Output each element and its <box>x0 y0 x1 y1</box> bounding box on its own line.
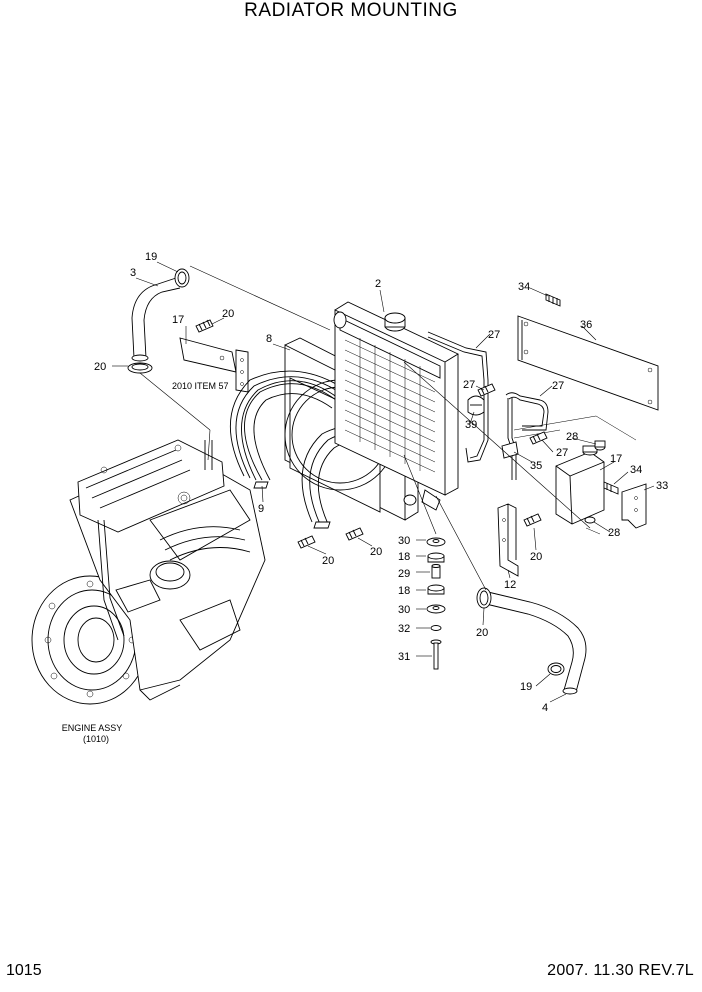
callout-20-e: 27 <box>463 379 475 391</box>
mount-washer-30-a <box>426 537 446 547</box>
bracket-10 <box>497 503 519 577</box>
callout-9: 9 <box>258 503 264 515</box>
callout-20-c: 20 <box>370 546 382 558</box>
callout-28-a: 28 <box>566 431 578 443</box>
callout-19-upper: 20 <box>94 361 106 373</box>
callout-30-a: 30 <box>398 535 410 547</box>
callout-17-b: 18 <box>398 585 410 597</box>
page-number: 1015 <box>6 962 42 979</box>
callout-12: 17 <box>610 453 622 465</box>
upper-hose <box>131 277 181 362</box>
engine-assy-ref: (1010) <box>83 734 109 744</box>
mount-rubber-17-b <box>427 584 445 595</box>
bolt-20-f <box>529 431 548 445</box>
revision-date: 2007. 11.30 REV.7L <box>547 962 694 979</box>
callout-3: 3 <box>130 267 136 279</box>
hose-clamp-18-lower <box>547 662 565 676</box>
leader-lines <box>112 261 655 703</box>
lower-hose-4 <box>485 591 587 695</box>
callout-34-a: 34 <box>518 281 530 293</box>
bolt-20-e <box>477 383 496 397</box>
bolt-20-b <box>297 535 316 549</box>
cap-28-a <box>594 440 606 451</box>
bolt-34-b <box>603 481 619 495</box>
callout-20-b: 20 <box>322 555 334 567</box>
callout-19-lower: 20 <box>476 627 488 639</box>
engine-assembly <box>31 439 266 705</box>
callout-33: 33 <box>656 480 668 492</box>
callout-39: 39 <box>465 419 477 431</box>
bolt-20-c <box>345 527 364 541</box>
radiator-2 <box>333 301 459 511</box>
bracket-33 <box>621 483 647 529</box>
callout-27-b: 27 <box>552 380 564 392</box>
callout-20-a: 20 <box>222 308 234 320</box>
mount-bolt-31 <box>430 639 442 670</box>
mount-washer-30-b <box>426 604 446 614</box>
page-title: RADIATOR MOUNTING <box>244 0 458 21</box>
note-2010-item-57: 2010 ITEM 57 <box>172 381 229 391</box>
callout-34-b: 34 <box>630 464 642 476</box>
callout-20-f: 27 <box>556 447 568 459</box>
callout-17-a: 18 <box>398 551 410 563</box>
callout-29: 29 <box>398 568 410 580</box>
callout-4: 4 <box>542 702 548 714</box>
clip-39 <box>467 395 485 416</box>
callout-35: 35 <box>530 460 542 472</box>
mount-rubber-17-a <box>427 552 445 563</box>
callout-32: 32 <box>398 623 410 635</box>
overflow-pipe-27-a <box>427 331 489 463</box>
hose-clamp-19-upper <box>127 362 153 374</box>
callout-27-a: 27 <box>488 329 500 341</box>
callout-28-b: 28 <box>608 527 620 539</box>
bolt-20-a <box>195 319 214 333</box>
callout-36: 36 <box>580 319 592 331</box>
cap-28-b <box>584 516 596 524</box>
callout-31: 31 <box>398 651 410 663</box>
callout-10: 12 <box>504 579 516 591</box>
mount-washer-32 <box>430 625 442 631</box>
callout-30-b: 30 <box>398 604 410 616</box>
cover-plate-36 <box>517 315 659 411</box>
hose-clamp-18-upper <box>174 268 190 288</box>
mount-collar-29 <box>431 564 441 579</box>
bolt-20-d <box>523 513 542 527</box>
engine-assy-label: ENGINE ASSY <box>62 723 123 733</box>
callout-18-upper: 19 <box>145 251 157 263</box>
callout-20-d: 20 <box>530 551 542 563</box>
callout-11: 17 <box>172 314 184 326</box>
bracket-11 <box>179 337 249 393</box>
callout-18-lower: 19 <box>520 681 532 693</box>
bolt-34-a <box>545 293 561 307</box>
hose-clamp-19-lower <box>476 587 492 609</box>
callout-2: 2 <box>375 278 381 290</box>
callout-8: 8 <box>266 333 272 345</box>
